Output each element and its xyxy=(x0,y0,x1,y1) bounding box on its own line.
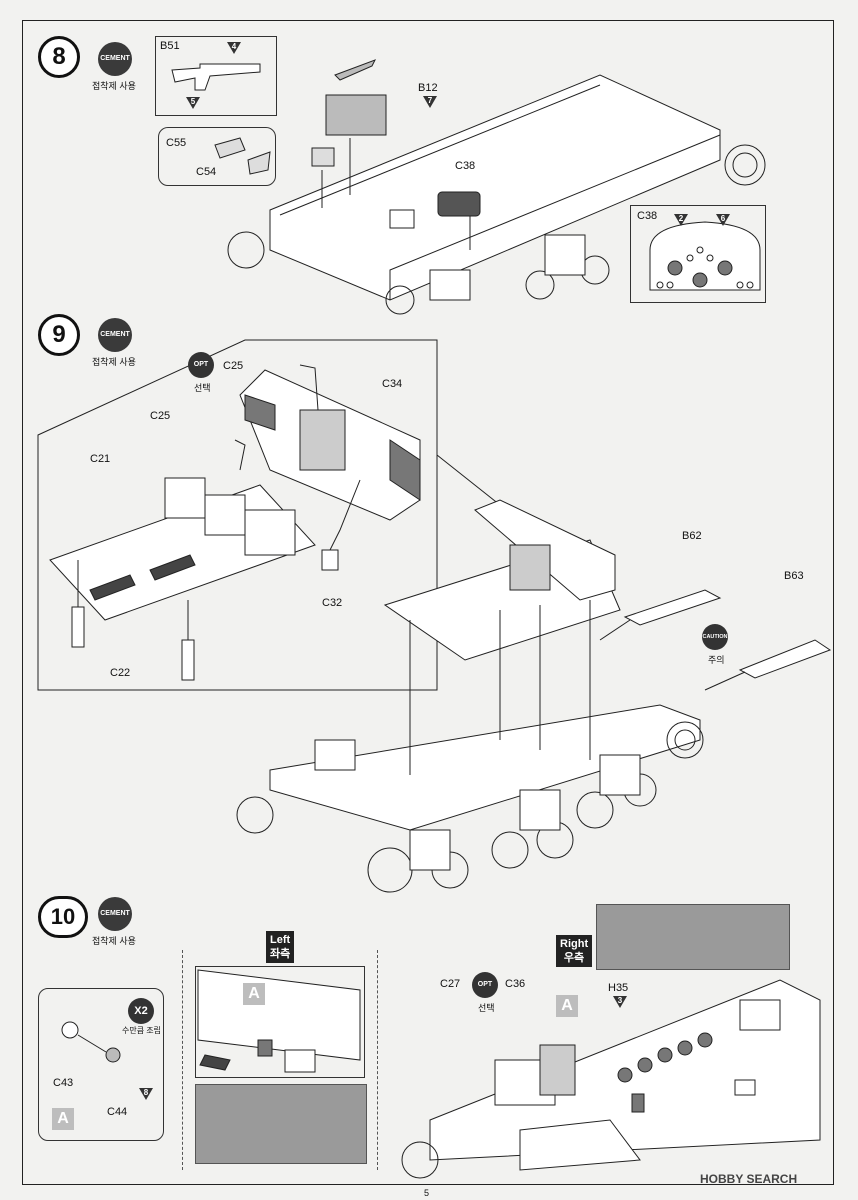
part-c36: C36 xyxy=(505,978,526,990)
marker-2: 2 xyxy=(674,214,688,226)
step-10-cement-icon: CEMENT xyxy=(98,897,132,931)
right-label-en: Right xyxy=(560,938,589,950)
part-b63: B63 xyxy=(784,570,804,582)
step-8-number: 8 xyxy=(38,36,80,78)
marker-8: 8 xyxy=(139,1088,153,1100)
step-9-cement-icon: CEMENT xyxy=(98,318,132,352)
left-label-en: Left xyxy=(270,934,291,946)
letter-a-inset: A xyxy=(52,1108,74,1130)
part-c38-detail: C38 xyxy=(637,210,658,222)
c38-detail-inset xyxy=(630,205,766,303)
x2-badge: X2 xyxy=(128,998,154,1024)
caution-caption: 주의 xyxy=(708,655,725,665)
step-8-cement-caption: 접착제 사용 xyxy=(92,81,136,91)
letter-a-right: A xyxy=(556,995,578,1017)
part-b51: B51 xyxy=(160,40,180,52)
right-reference-photo xyxy=(596,904,790,970)
c43-c44-inset xyxy=(38,988,164,1141)
part-c21: C21 xyxy=(90,453,111,465)
page-number: 5 xyxy=(424,1188,430,1198)
part-c27: C27 xyxy=(440,978,461,990)
part-c25-left: C25 xyxy=(150,410,171,422)
part-c34: C34 xyxy=(382,378,403,390)
part-b12: B12 xyxy=(418,82,438,94)
part-c43: C43 xyxy=(53,1077,74,1089)
letter-a-left: A xyxy=(243,983,265,1005)
part-c32: C32 xyxy=(322,597,343,609)
part-b62: B62 xyxy=(682,530,702,542)
right-label: Right 우측 xyxy=(556,935,593,967)
step-10-cement-caption: 접착제 사용 xyxy=(92,936,136,946)
divider-right xyxy=(377,950,378,1170)
watermark: HOBBY SEARCH xyxy=(700,1172,798,1186)
step-8-cement-icon: CEMENT xyxy=(98,42,132,76)
part-c44: C44 xyxy=(107,1106,128,1118)
step-9-number: 9 xyxy=(38,314,80,356)
left-reference-photo xyxy=(195,1084,367,1164)
x2-caption: 수만큼 조립 xyxy=(122,1026,162,1035)
opt-caption-step10: 선택 xyxy=(478,1003,495,1013)
page-frame xyxy=(22,20,834,1185)
part-c54: C54 xyxy=(196,166,217,178)
marker-7: 7 xyxy=(423,96,437,108)
part-c22: C22 xyxy=(110,667,131,679)
caution-badge: CAUTION xyxy=(702,624,728,650)
c55-c54-inset xyxy=(158,127,276,186)
left-drawing-frame xyxy=(195,966,365,1078)
part-c55: C55 xyxy=(166,137,187,149)
part-h35: H35 xyxy=(608,982,629,994)
opt-badge-step9: OPT xyxy=(188,352,214,378)
step-10-number: 10 xyxy=(38,896,88,938)
marker-3: 3 xyxy=(613,996,627,1008)
opt-caption-step9: 선택 xyxy=(194,383,211,393)
opt-badge-step10: OPT xyxy=(472,972,498,998)
left-label: Left 좌측 xyxy=(266,931,295,963)
b51-inset xyxy=(155,36,277,116)
part-c25-top: C25 xyxy=(223,360,244,372)
marker-4: 4 xyxy=(227,42,241,54)
part-c38: C38 xyxy=(455,160,476,172)
marker-5: 5 xyxy=(186,97,200,109)
left-label-ko: 좌측 xyxy=(270,948,291,960)
marker-6: 6 xyxy=(716,214,730,226)
divider-left xyxy=(182,950,183,1170)
step-9-cement-caption: 접착제 사용 xyxy=(92,357,136,367)
right-label-ko: 우측 xyxy=(563,952,585,964)
